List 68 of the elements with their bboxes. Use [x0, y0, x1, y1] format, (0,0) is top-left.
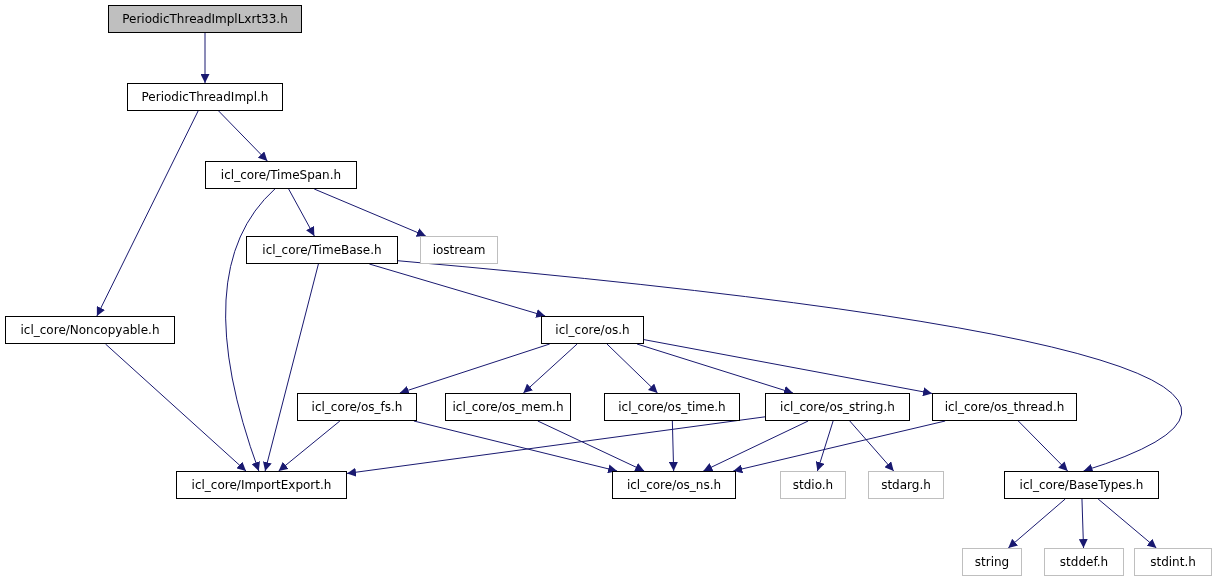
- arrow: [346, 416, 766, 477]
- file-name: icl_core/BaseTypes.h: [1019, 477, 1144, 494]
- file-box: [5, 316, 175, 344]
- arrow: [522, 343, 578, 394]
- arrow: [225, 188, 276, 472]
- arrow: [278, 420, 341, 472]
- file-name: stddef.h: [1059, 554, 1109, 571]
- file-name: iostream: [432, 242, 486, 259]
- file-box: [541, 316, 644, 344]
- file-box: [176, 471, 347, 499]
- arrow: [849, 420, 895, 472]
- file-name: PeriodicThreadImpl.h: [141, 89, 269, 106]
- arrow: [313, 188, 427, 237]
- arrow: [413, 420, 618, 474]
- file-box: [604, 393, 740, 421]
- file-box: [765, 393, 910, 421]
- file-box: [297, 393, 417, 421]
- arrow: [643, 339, 933, 397]
- file-box: [127, 83, 283, 111]
- arrow: [606, 343, 659, 394]
- arrow: [218, 110, 268, 162]
- arrow: [105, 343, 247, 472]
- file-box: [420, 236, 498, 264]
- arrow: [702, 420, 809, 472]
- file-name: icl_core/os_mem.h: [452, 399, 564, 416]
- file-box: [108, 5, 302, 33]
- arrow: [1097, 498, 1157, 549]
- arrow: [815, 420, 834, 472]
- file-box: [962, 548, 1022, 576]
- arrow: [397, 260, 1183, 473]
- arrow: [368, 263, 546, 318]
- arrow: [732, 420, 946, 474]
- file-name: stdio.h: [792, 477, 834, 494]
- arrow: [1078, 498, 1088, 549]
- file-name: icl_core/Noncopyable.h: [20, 322, 160, 339]
- file-name: stdarg.h: [881, 477, 931, 494]
- arrow: [636, 343, 794, 395]
- arrow: [668, 420, 678, 472]
- file-name: stdint.h: [1150, 554, 1196, 571]
- file-box: [205, 161, 357, 189]
- file-name: icl_core/os.h: [555, 322, 630, 339]
- file-box: [868, 471, 944, 499]
- file-box: [780, 471, 846, 499]
- file-name: icl_core/os_string.h: [780, 399, 895, 416]
- file-name: icl_core/os_fs.h: [311, 399, 403, 416]
- file-name: icl_core/TimeBase.h: [262, 242, 382, 259]
- file-box: [932, 393, 1077, 421]
- arrow: [200, 32, 210, 84]
- file-box: [1134, 548, 1212, 576]
- file-name: PeriodicThreadImplLxrt33.h: [122, 11, 288, 28]
- arrow: [537, 420, 645, 472]
- file-name: icl_core/TimeSpan.h: [220, 167, 342, 184]
- arrow: [263, 263, 319, 472]
- file-box: [612, 471, 736, 499]
- file-name: string: [974, 554, 1010, 571]
- arrow: [1007, 498, 1066, 549]
- file-name: icl_core/os_thread.h: [944, 399, 1065, 416]
- file-name: icl_core/os_time.h: [618, 399, 726, 416]
- file-box: [445, 393, 571, 421]
- file-name: icl_core/os_ns.h: [626, 477, 722, 494]
- arrow: [96, 110, 199, 317]
- file-box: [1044, 548, 1124, 576]
- arrow: [399, 343, 551, 395]
- file-name: icl_core/ImportExport.h: [191, 477, 332, 494]
- arrow: [288, 188, 315, 237]
- file-box: [246, 236, 398, 264]
- arrow: [1017, 420, 1069, 472]
- file-box: [1004, 471, 1159, 499]
